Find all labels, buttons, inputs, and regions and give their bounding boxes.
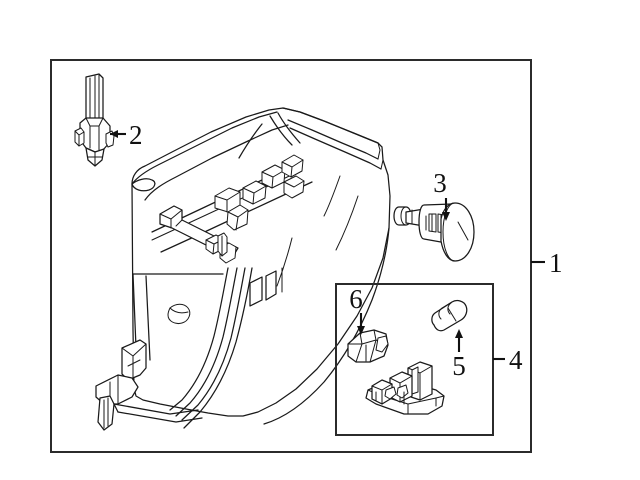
callout-4-label: 4: [509, 345, 523, 375]
callout-3: 3: [433, 168, 450, 221]
callout-5: 5: [452, 329, 466, 381]
outer-frame: [50, 59, 532, 453]
callout-5-label: 5: [452, 351, 466, 381]
striker-pin-clip: [74, 73, 115, 167]
lock-cylinder: [393, 202, 475, 262]
callout-4: 4: [493, 345, 523, 375]
callout-1-label: 1: [549, 248, 563, 278]
latch-housing: [365, 361, 445, 415]
callout-2-label: 2: [129, 120, 143, 150]
glove-box-housing: [95, 107, 391, 431]
callout-2: 2: [110, 120, 143, 150]
callout-6-label: 6: [349, 284, 363, 314]
callout-3-label: 3: [433, 168, 447, 198]
callout-1: 1: [531, 248, 563, 278]
latch-pin: [431, 300, 468, 332]
callout-6: 6: [349, 284, 365, 335]
latch-bracket: [347, 329, 389, 363]
